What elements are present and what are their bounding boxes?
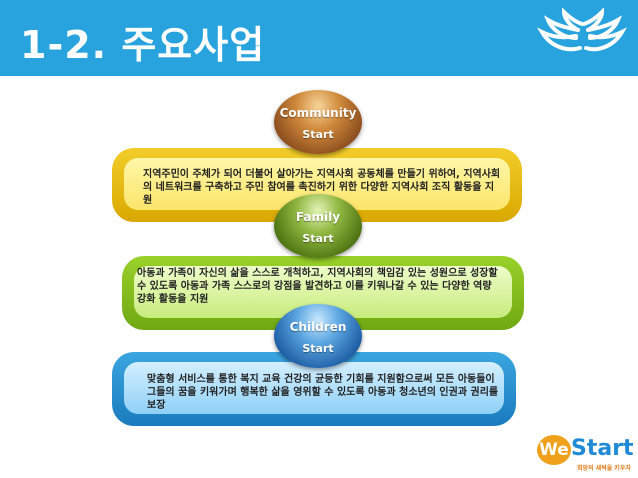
community-orb-title: Community bbox=[279, 106, 357, 120]
children-orb-title: Children bbox=[289, 320, 347, 334]
children-panel bbox=[112, 352, 516, 426]
logo-word: Start bbox=[571, 436, 634, 461]
children-panel-inner bbox=[124, 362, 504, 414]
westart-logo: We Start 희망의 새싹을 키우자 bbox=[537, 433, 634, 473]
children-description: 맞춤형 서비스를 통한 복지 교육 건강의 균등한 기회를 지원함으로써 모든 … bbox=[147, 374, 499, 411]
community-description: 지역주민이 주체가 되어 더불어 살아가는 지역사회 공동체를 만들기 위하여,… bbox=[143, 169, 501, 206]
logo-tagline: 희망의 새싹을 키우자 bbox=[577, 465, 631, 472]
children-orb-subtitle: Start bbox=[302, 342, 334, 355]
community-orb-subtitle: Start bbox=[302, 128, 334, 141]
family-orb: Family Start bbox=[274, 194, 362, 258]
logo-mark: We bbox=[537, 435, 571, 465]
family-orb-subtitle: Start bbox=[302, 232, 334, 245]
community-orb: Community Start bbox=[274, 90, 362, 154]
community-panel bbox=[112, 148, 522, 222]
page-title: 1-2. 주요사업 bbox=[20, 23, 266, 67]
wings-icon bbox=[536, 8, 628, 52]
header-bar: 1-2. 주요사업 bbox=[0, 0, 638, 76]
children-orb: Children Start bbox=[274, 304, 362, 368]
family-description: 아동과 가족이 자신의 삶을 스스로 개척하고, 지역사회의 책임감 있는 성원… bbox=[137, 268, 498, 305]
family-orb-title: Family bbox=[295, 210, 341, 224]
